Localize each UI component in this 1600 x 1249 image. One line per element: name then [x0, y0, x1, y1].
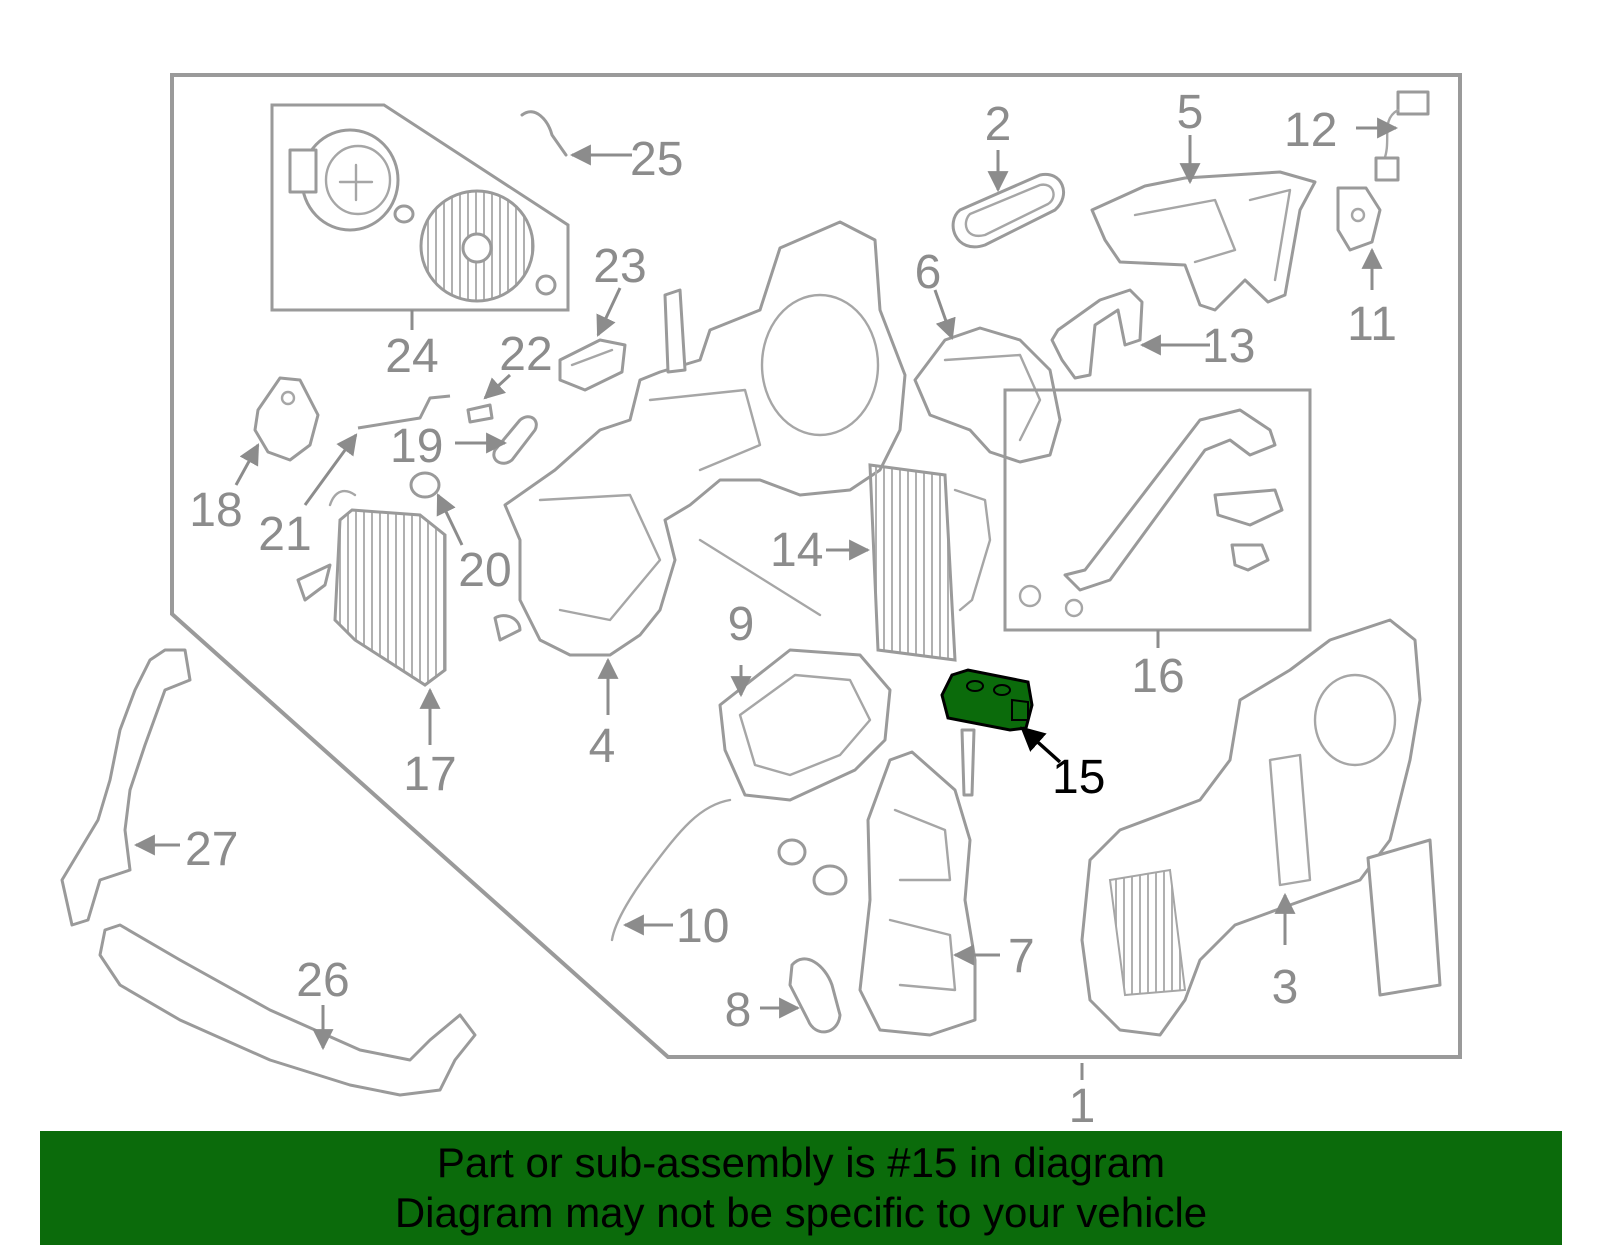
callout-8[interactable]: 8	[725, 984, 752, 1037]
callout-27[interactable]: 27	[185, 823, 238, 876]
actuator-18-part	[253, 376, 320, 462]
blower-motor-part	[288, 128, 400, 232]
callout-11[interactable]: 11	[1347, 298, 1397, 351]
bracket-small-part	[296, 563, 332, 602]
leader-15[interactable]	[1020, 726, 1062, 764]
callout-1[interactable]: 1	[1069, 1080, 1096, 1133]
leader-18	[234, 443, 260, 486]
sensor-rod-part	[698, 538, 822, 617]
blower-wheel-part	[419, 189, 535, 303]
main-case-4-part	[503, 220, 907, 657]
callout-14[interactable]: 14	[770, 524, 823, 577]
callout-2[interactable]: 2	[985, 98, 1012, 151]
pipe-16-part	[1018, 408, 1284, 618]
duct-7-part	[858, 750, 977, 1037]
heater-core-17-part	[328, 489, 447, 687]
gasket-2-part	[951, 172, 1066, 249]
drain-pan-9-part	[718, 648, 892, 802]
grommet-part	[777, 838, 848, 896]
duct-5-part	[1090, 170, 1317, 312]
bracket-13-part	[1050, 288, 1144, 380]
evaporator-14-part	[868, 463, 992, 662]
banner-line-2: Diagram may not be specific to your vehi…	[394, 1189, 1208, 1236]
leader-21	[303, 433, 358, 506]
callout-25[interactable]: 25	[630, 133, 683, 186]
callout-13[interactable]: 13	[1202, 320, 1255, 373]
blower-washer-part	[393, 204, 415, 224]
leader-20	[436, 493, 464, 546]
callout-23[interactable]: 23	[593, 240, 646, 293]
callout-10[interactable]: 10	[676, 900, 729, 953]
bolt-part	[960, 728, 976, 797]
callout-17[interactable]: 17	[403, 748, 456, 801]
callout-24[interactable]: 24	[385, 330, 438, 383]
case-6-part	[913, 326, 1062, 464]
hose-25-part	[520, 110, 568, 157]
leader-22	[483, 373, 512, 400]
drain-hose-10-part	[610, 798, 732, 942]
leader-6	[933, 289, 956, 340]
callout-19[interactable]: 19	[390, 420, 443, 473]
callout-5[interactable]: 5	[1177, 86, 1204, 139]
link-19-part	[492, 415, 538, 465]
blower-nut-part	[535, 274, 557, 296]
seal-20-part	[409, 471, 441, 499]
filter-part	[1366, 838, 1442, 997]
callout-15[interactable]: 15	[1052, 751, 1105, 804]
callout-9[interactable]: 9	[728, 598, 755, 651]
main-assembly-outline	[170, 73, 1462, 1059]
leader-23	[596, 287, 622, 337]
footer-banner: Part or sub-assembly is #15 in diagram D…	[40, 1131, 1562, 1245]
seal-8-part	[788, 957, 842, 1034]
inset-box-24	[270, 103, 570, 312]
banner-line-1: Part or sub-assembly is #15 in diagram	[436, 1139, 1166, 1186]
duct-26-part	[98, 923, 477, 1097]
duct-27-part	[60, 648, 192, 927]
callout-21[interactable]: 21	[258, 508, 311, 561]
actuator-11-part	[1336, 186, 1382, 252]
pipe-21-part	[357, 394, 451, 430]
harness-12-part	[1374, 90, 1430, 182]
callout-18[interactable]: 18	[189, 484, 242, 537]
callout-12[interactable]: 12	[1284, 104, 1337, 157]
callout-20[interactable]: 20	[458, 544, 511, 597]
callout-26[interactable]: 26	[296, 954, 349, 1007]
callout-6[interactable]: 6	[915, 246, 942, 299]
clip-22-part	[466, 403, 494, 424]
expansion-valve-15-part	[940, 668, 1034, 732]
callout-4[interactable]: 4	[589, 720, 616, 773]
callout-3[interactable]: 3	[1272, 961, 1299, 1014]
rear-case-3-part	[1080, 618, 1422, 1037]
callout-16[interactable]: 16	[1131, 650, 1184, 703]
resistor-23-part	[558, 338, 627, 392]
callout-7[interactable]: 7	[1008, 930, 1035, 983]
clip-small-part	[493, 614, 522, 642]
callout-22[interactable]: 22	[499, 328, 552, 381]
